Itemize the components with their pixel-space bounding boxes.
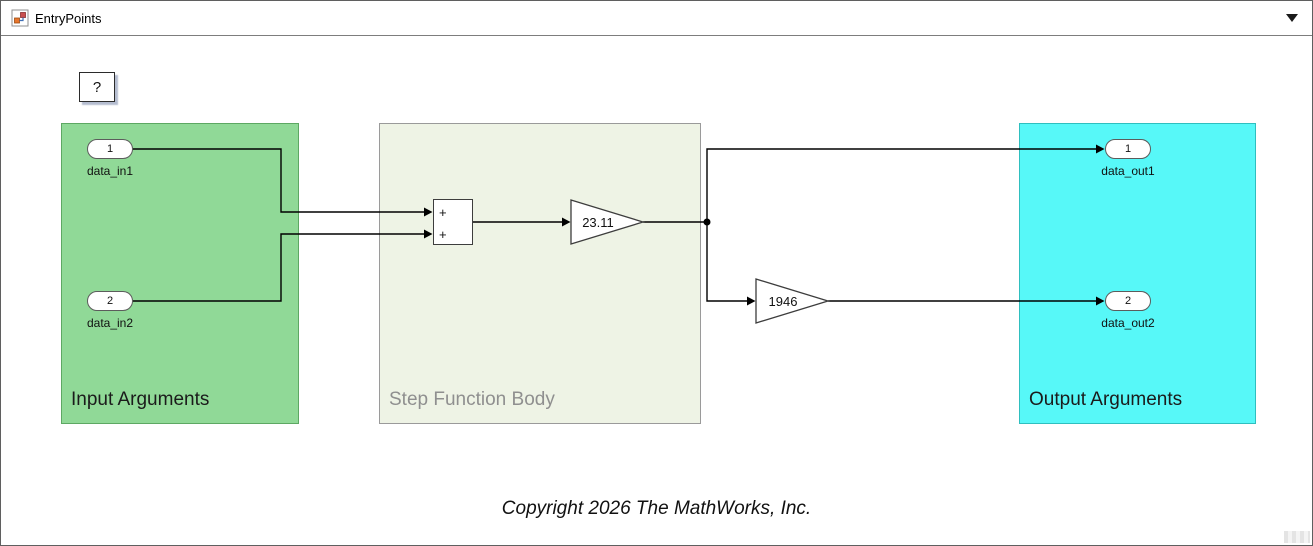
- input-arguments-region[interactable]: Input Arguments: [61, 123, 299, 424]
- sum-sign-top: +: [439, 205, 447, 220]
- output-arguments-region[interactable]: Output Arguments: [1019, 123, 1256, 424]
- gain-block-2[interactable]: 1946: [755, 278, 831, 324]
- arrowhead-out2: [1096, 296, 1105, 306]
- inport-2[interactable]: 2: [87, 291, 133, 311]
- outport-2[interactable]: 2: [1105, 291, 1151, 311]
- arrowhead-gain1: [562, 217, 571, 227]
- arrowhead-sum-bottom: [424, 229, 433, 239]
- sum-sign-bottom: +: [439, 227, 447, 242]
- arrowhead-out1: [1096, 144, 1105, 154]
- copyright-annotation: Copyright 2026 The MathWorks, Inc.: [501, 498, 812, 519]
- wire-branch-to-out1[interactable]: [706, 148, 1096, 222]
- gain2-value: 1946: [769, 294, 798, 309]
- wire-in1-to-sum[interactable]: [133, 148, 424, 213]
- help-block[interactable]: ?: [79, 72, 115, 102]
- gain-block-1[interactable]: 23.11: [570, 199, 646, 245]
- outport-2-label: data_out2: [1101, 316, 1155, 330]
- subsystem-icon: [11, 9, 29, 27]
- window-title: EntryPoints: [35, 10, 102, 26]
- diagram-canvas: ? Input Arguments Step Function Body Out…: [1, 37, 1312, 545]
- outport-1[interactable]: 1: [1105, 139, 1151, 159]
- sum-block[interactable]: + +: [433, 199, 473, 245]
- arrowhead-gain2: [747, 296, 756, 306]
- wire-in2-to-sum[interactable]: [133, 233, 424, 302]
- titlebar: EntryPoints: [1, 1, 1312, 36]
- input-arguments-label: Input Arguments: [71, 389, 210, 410]
- outport-1-label: data_out1: [1101, 164, 1155, 178]
- chevron-down-icon: [1286, 14, 1298, 22]
- resize-grip[interactable]: [1284, 531, 1310, 543]
- inport-1-label: data_in1: [86, 164, 134, 178]
- signal-wires: 23.11 1946: [133, 144, 1105, 324]
- titlebar-dropdown-button[interactable]: [1282, 10, 1302, 26]
- inport-1[interactable]: 1: [87, 139, 133, 159]
- inport-2-label: data_in2: [86, 316, 134, 330]
- wire-branch-to-gain2[interactable]: [706, 222, 747, 302]
- step-function-body-label: Step Function Body: [389, 389, 555, 410]
- arrowhead-sum-top: [424, 207, 433, 217]
- output-arguments-label: Output Arguments: [1029, 389, 1183, 410]
- gain1-value: 23.11: [582, 215, 614, 230]
- step-function-body-region[interactable]: Step Function Body: [379, 123, 701, 424]
